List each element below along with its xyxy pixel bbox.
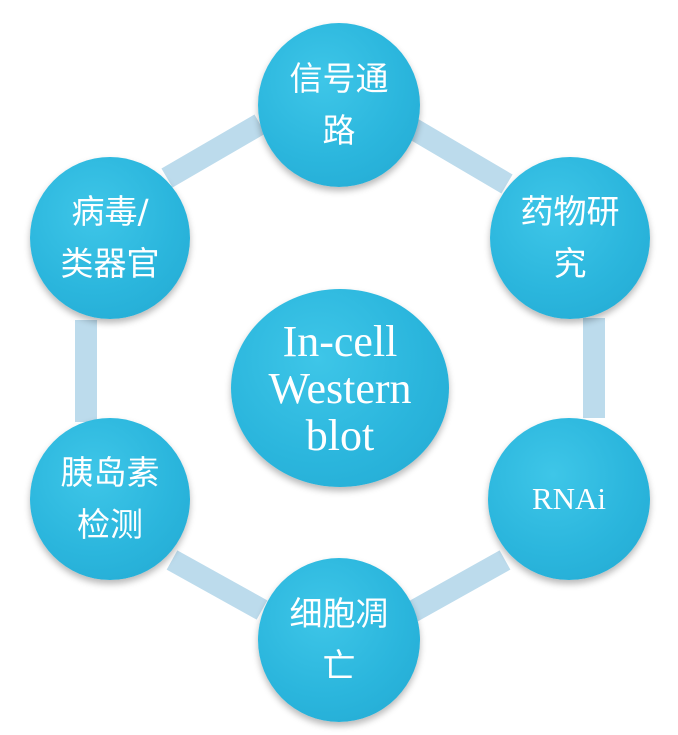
node-drug-research: 药物研 究: [490, 157, 650, 319]
center-label-line: In-cell: [282, 316, 398, 366]
node-virus-organoid: 病毒/ 类器官: [30, 157, 190, 319]
node-label-line: 病毒/: [71, 192, 149, 231]
connector-virus-to-signaling: [161, 114, 266, 188]
connector-signaling-to-drug: [399, 114, 513, 194]
node-signaling-pathway: 信号通 路: [258, 23, 420, 187]
node-label-line: 细胞凋: [289, 594, 389, 633]
node-label-line: 亡: [322, 646, 356, 685]
center-label-line: Western: [268, 363, 412, 413]
node-label-line: 信号通: [289, 59, 389, 98]
node-label-line: RNAi: [531, 481, 607, 516]
node-insulin-detection: 胰岛素 检测: [30, 418, 190, 580]
center-node-in-cell-western-blot: In-cell Western blot: [231, 289, 449, 487]
node-label-line: 类器官: [60, 244, 160, 283]
connector-rnai-to-apoptosis: [406, 550, 511, 622]
node-rnai: RNAi: [488, 418, 650, 580]
node-label-line: 检测: [77, 505, 143, 544]
center-label-line: blot: [305, 410, 375, 460]
node-label-line: 路: [322, 111, 356, 150]
node-label-line: 胰岛素: [60, 453, 160, 492]
node-label-line: 药物研: [520, 192, 620, 231]
node-label-line: 究: [553, 244, 587, 283]
node-apoptosis: 细胞凋 亡: [258, 558, 420, 722]
connector-apoptosis-to-insulin: [166, 550, 268, 620]
